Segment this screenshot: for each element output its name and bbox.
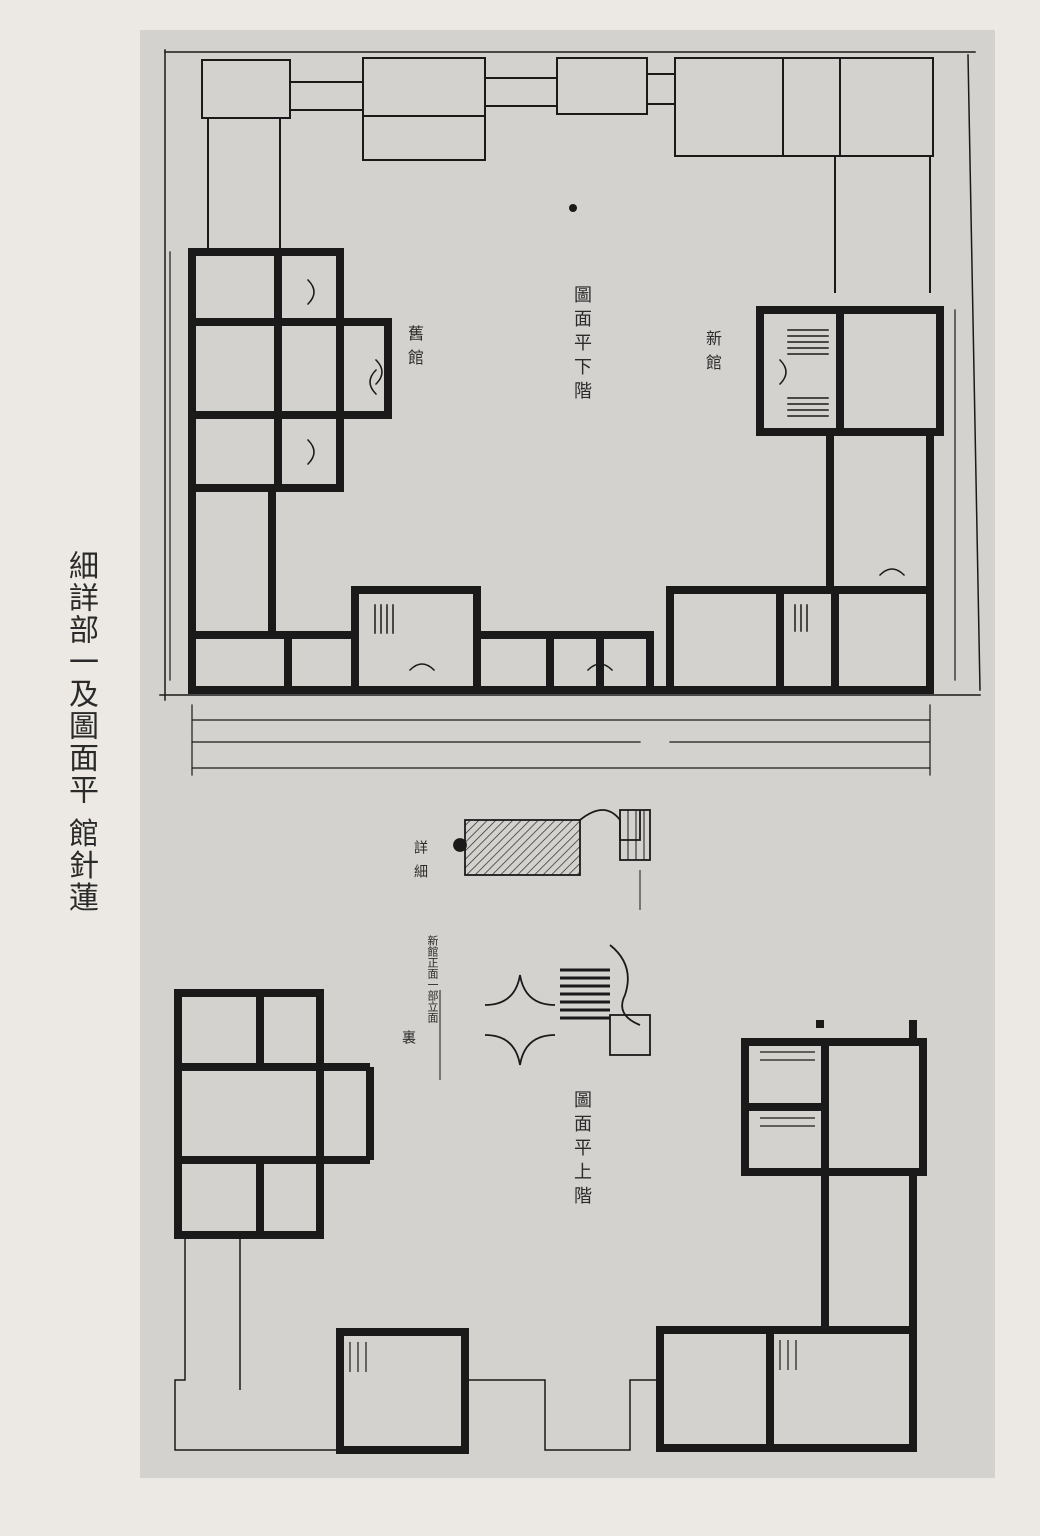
main-range-walls — [188, 586, 934, 694]
new-wing-label: 新館 — [703, 330, 722, 378]
ground-floor-plan — [159, 49, 981, 776]
ground-floor-title: 圖面平下階 — [571, 285, 592, 405]
page-caption: 細詳部一及圖面平 館針蓮 — [63, 550, 98, 914]
upper-floor-title: 圖面平上階 — [571, 1090, 592, 1210]
upper-floor-plan — [174, 989, 927, 1454]
old-wing-walls — [188, 248, 392, 639]
drawing-sheet: 圖面平下階 舊館 新館 裏 詳細 新館正面一部立面 圖面平上階 — [140, 30, 995, 1478]
site-boundary — [159, 49, 981, 701]
entrance-detail — [439, 809, 651, 1080]
stair-treads — [374, 329, 829, 634]
top-outbuildings — [201, 57, 934, 293]
dimension-lines — [169, 251, 956, 776]
rear-label: 裏 — [400, 1030, 416, 1054]
door-swings — [306, 278, 906, 672]
detail-label: 詳細 — [412, 840, 428, 888]
old-wing-label: 舊館 — [405, 325, 424, 373]
section-note: 新館正面一部立面 — [426, 935, 439, 1023]
floor-plan-drawing: 圖面平下階 舊館 新館 裏 詳細 新館正面一部立面 圖面平上階 — [159, 49, 981, 1454]
new-wing-walls — [756, 306, 944, 594]
upper-floor-outlines — [174, 1051, 815, 1451]
